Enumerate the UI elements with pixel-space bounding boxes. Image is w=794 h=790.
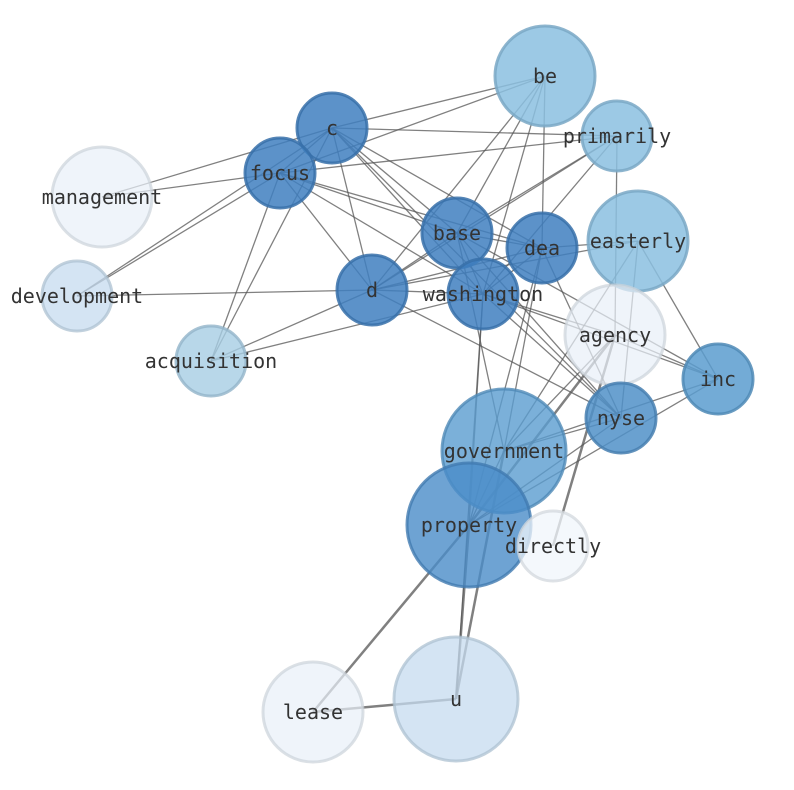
node-label-development: development <box>11 284 143 308</box>
node-circle-development[interactable] <box>40 259 114 333</box>
node-circle-acquisition[interactable] <box>174 324 248 398</box>
node-label-u: u <box>450 687 462 711</box>
node-circle-directly[interactable] <box>516 509 590 583</box>
node-label-be: be <box>533 64 557 88</box>
node-directly[interactable]: directly <box>505 509 601 583</box>
node-label-dea: dea <box>524 236 560 260</box>
node-inc[interactable]: inc <box>681 342 755 416</box>
node-label-government: government <box>444 439 564 463</box>
node-label-management: management <box>42 185 162 209</box>
node-label-lease: lease <box>283 700 343 724</box>
node-circle-be[interactable] <box>493 24 597 128</box>
node-label-base: base <box>433 221 481 245</box>
node-circle-inc[interactable] <box>681 342 755 416</box>
node-u[interactable]: u <box>392 635 520 763</box>
edge-c-dea <box>331 127 543 249</box>
node-circle-management[interactable] <box>50 145 154 249</box>
node-circle-u[interactable] <box>392 635 520 763</box>
node-label-inc: inc <box>700 367 736 391</box>
node-label-washington: washington <box>423 282 543 306</box>
node-label-directly: directly <box>505 534 601 558</box>
node-label-acquisition: acquisition <box>145 349 277 373</box>
node-c[interactable]: c <box>295 91 369 165</box>
node-circle-primarily[interactable] <box>580 99 654 173</box>
node-circle-washington[interactable] <box>446 257 520 331</box>
node-property[interactable]: property <box>405 461 533 589</box>
node-label-c: c <box>326 116 338 140</box>
node-label-nyse: nyse <box>597 406 645 430</box>
node-washington[interactable]: washington <box>423 257 543 331</box>
edge-primarily-c <box>331 127 618 137</box>
node-circle-base[interactable] <box>420 196 494 270</box>
edge-washington-acquisition <box>210 293 484 362</box>
node-circle-focus[interactable] <box>243 136 317 210</box>
node-d[interactable]: d <box>335 253 409 327</box>
edge-d-development <box>76 289 373 297</box>
node-label-focus: focus <box>250 161 310 185</box>
node-label-property: property <box>421 513 517 537</box>
node-label-agency: agency <box>579 323 651 347</box>
edge-focus-washington <box>279 172 484 295</box>
node-circle-nyse[interactable] <box>584 381 658 455</box>
node-easterly[interactable]: easterly <box>586 189 690 293</box>
node-nyse[interactable]: nyse <box>584 381 658 455</box>
node-circle-lease[interactable] <box>261 660 365 764</box>
edge-primarily-d <box>371 135 618 291</box>
node-management[interactable]: management <box>42 145 162 249</box>
node-primarily[interactable]: primarily <box>563 99 671 173</box>
edge-focus-development <box>76 172 281 297</box>
node-label-primarily: primarily <box>563 124 671 148</box>
node-circle-dea[interactable] <box>505 211 579 285</box>
node-dea[interactable]: dea <box>505 211 579 285</box>
edge-primarily-focus <box>279 135 618 174</box>
node-acquisition[interactable]: acquisition <box>145 324 277 398</box>
node-lease[interactable]: lease <box>261 660 365 764</box>
edge-focus-dea <box>279 172 543 249</box>
node-circle-c[interactable] <box>295 91 369 165</box>
node-label-easterly: easterly <box>590 229 686 253</box>
node-circle-d[interactable] <box>335 253 409 327</box>
node-base[interactable]: base <box>420 196 494 270</box>
node-focus[interactable]: focus <box>243 136 317 210</box>
node-label-d: d <box>366 278 378 302</box>
node-agency[interactable]: agency <box>563 283 667 387</box>
node-be[interactable]: be <box>493 24 597 128</box>
node-development[interactable]: development <box>11 259 143 333</box>
